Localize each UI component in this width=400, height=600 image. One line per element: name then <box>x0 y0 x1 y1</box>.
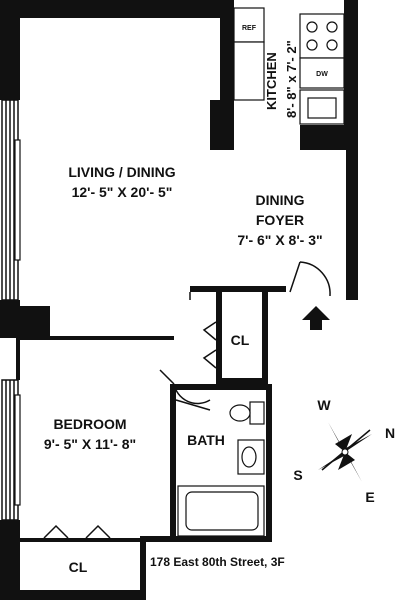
entry-arrow <box>302 306 330 330</box>
compass-n: N <box>385 425 395 441</box>
dw-label: DW <box>316 71 328 78</box>
compass-e: E <box>365 489 374 505</box>
kitchen-dims: 8'- 8" x 7'- 2" <box>284 40 299 118</box>
bedroom-door <box>159 369 175 385</box>
bedroom-name: BEDROOM <box>53 416 126 432</box>
wall-bottom <box>16 590 146 600</box>
wall-left-middle <box>0 300 20 338</box>
compass-w: W <box>317 397 331 413</box>
living-dims: 12'- 5" X 20'- 5" <box>72 184 173 200</box>
dishwasher <box>299 57 345 89</box>
wall-bath-left <box>170 384 176 540</box>
closet-bedroom-name: CL <box>69 559 88 575</box>
kitchen-name: KITCHEN <box>264 52 279 110</box>
wall-top <box>16 0 228 18</box>
foyer-dims: 7'- 6" X 8'- 3" <box>237 232 322 248</box>
bath-door <box>175 399 211 411</box>
wall-left-upper <box>0 0 20 100</box>
ref-label: REF <box>242 25 257 32</box>
wall-closet-hall <box>216 286 222 386</box>
wall-pier <box>16 306 50 338</box>
wall-closet-bedroom <box>16 538 146 542</box>
wall-kitchen-right <box>344 0 358 150</box>
wall-left-lower <box>0 520 20 600</box>
closet-hall-name: CL <box>231 332 250 348</box>
bedroom-dims: 9'- 5" X 11'- 8" <box>44 436 136 452</box>
wall-bedroom-top <box>16 336 20 380</box>
compass-s: S <box>293 467 302 483</box>
address: 178 East 80th Street, 3F <box>150 555 285 569</box>
compass <box>318 422 372 482</box>
bath-name: BATH <box>187 432 225 448</box>
toilet-tank <box>249 401 265 425</box>
stove <box>299 13 345 59</box>
foyer-name-1: DINING <box>256 192 305 208</box>
wall-living-right <box>346 150 358 300</box>
entry-door <box>289 261 301 293</box>
kitchen-counter-left <box>233 41 265 101</box>
toilet-bowl <box>229 404 251 422</box>
refrigerator <box>233 7 265 43</box>
living-name: LIVING / DINING <box>68 164 175 180</box>
closet-bedroom-door <box>43 524 69 539</box>
closet-hall-door <box>202 321 217 341</box>
foyer-name-2: FOYER <box>256 212 304 228</box>
wall-bath-right <box>266 384 272 540</box>
